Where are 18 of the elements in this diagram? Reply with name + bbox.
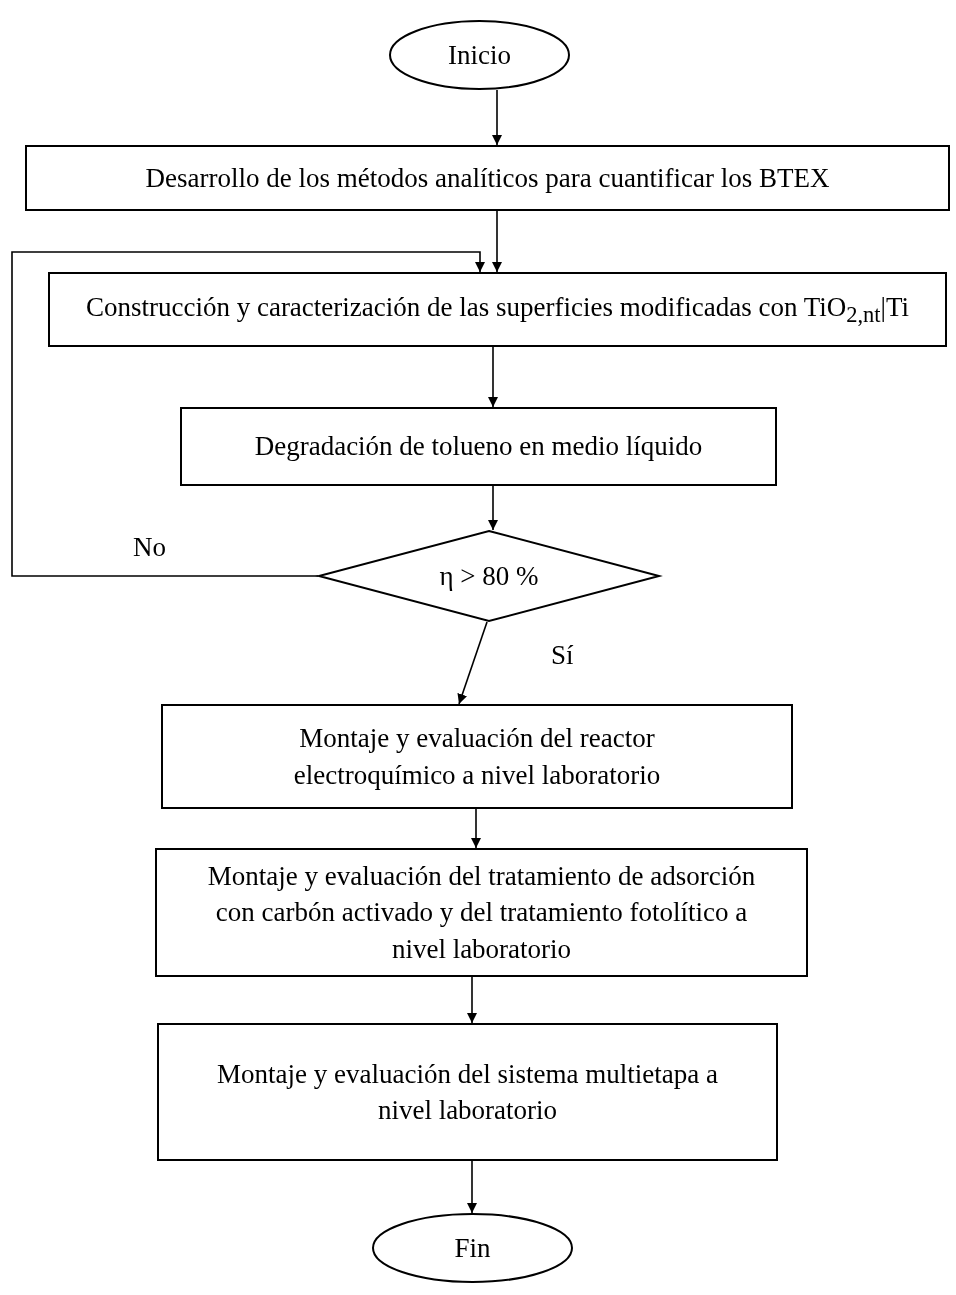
node-text: Montaje y evaluación del sistema multietapa a nivel laboratorio [216,1057,719,1127]
process-box [180,407,777,486]
terminator-ellipse [372,1213,573,1283]
process-box [157,1023,778,1161]
node-text: Construcción y caracterización de las superficies modificadas con TiO$_{2,nt}$|Ti [84,290,911,329]
node-text: η > 80 % [438,559,540,593]
node-text: Montaje y evaluación del tratamiento de adsorción con carbón activado y del tratamiento fotolítico a nivel laboratorio [206,859,757,966]
node-text: Fin [453,1231,492,1265]
process-box [48,272,947,347]
process-box [155,848,808,977]
decision-diamond [318,530,660,622]
terminator-ellipse [389,20,570,90]
node-text: Montaje y evaluación del reactor electroquímico a nivel laboratorio [292,722,662,792]
node-text: Degradación de tolueno en medio líquido [253,430,704,464]
process-box [25,145,950,211]
node-text: Inicio [447,38,512,72]
process-box [161,704,793,809]
node-text: Desarrollo de los métodos analíticos para cuantificar los BTEX [144,161,831,195]
